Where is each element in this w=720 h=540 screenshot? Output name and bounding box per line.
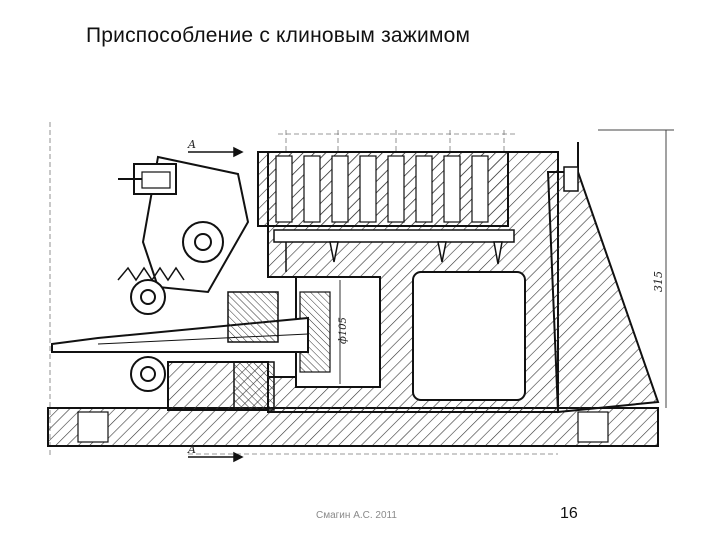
phantom-lines [49, 122, 558, 457]
diameter-label: ф105 [338, 317, 349, 344]
fixture-technical-drawing: ф105 [47, 122, 674, 463]
section-label-bottom: A [187, 443, 196, 456]
section-marks [188, 146, 244, 463]
rollers [130, 221, 224, 392]
author-footer: Смагин А.С. 2011 [316, 510, 397, 521]
cavity-window [412, 271, 526, 401]
slotted-bar [257, 151, 509, 227]
base-plate [47, 407, 659, 447]
right-bracket [546, 171, 660, 414]
slide-title: Приспособление с клиновым зажимом [86, 24, 471, 47]
page-number: 16 [560, 505, 578, 522]
spring [117, 266, 185, 282]
locating-pins [273, 229, 515, 272]
height-dimension [598, 129, 674, 408]
height-dimension-label: 315 [652, 271, 665, 292]
section-label-top: A [187, 138, 196, 151]
